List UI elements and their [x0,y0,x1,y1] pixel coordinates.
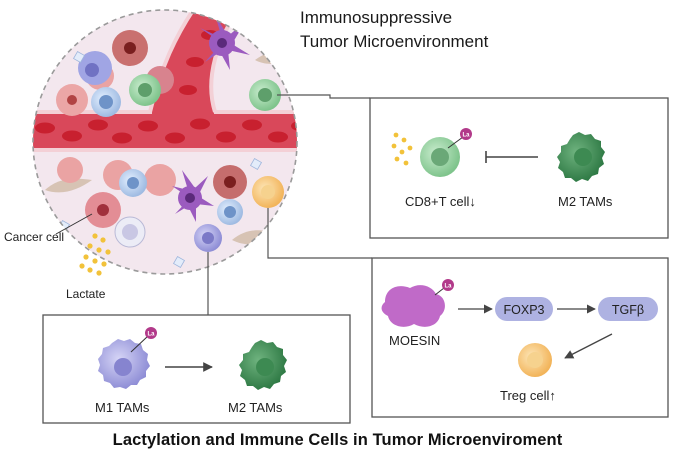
red-blood-cells [35,10,297,144]
label-treg-cell: Treg cell↑ [500,388,556,403]
title-line-2: Tumor Microenvironment [300,32,489,51]
panel-cd8-m2: La CD8+T cell↓ M2 TAMs [369,97,669,239]
tumor-boundary [32,9,298,275]
la-badge-cd8 [460,128,472,140]
foxp3-pill [495,297,553,321]
label-cancer-cell: Cancer cell [4,230,64,244]
footer-title: Lactylation and Immune Cells in Tumor Mi… [112,431,563,449]
panel-moesin-treg: La MOESIN FOXP3 TGFβ Treg cell↑ [371,257,669,418]
label-moesin: MOESIN [389,333,440,348]
label-m2-tams-top: M2 TAMs [558,194,613,209]
svg-text:La: La [444,283,452,289]
m2-tam-cell-bottom [239,340,287,390]
la-badge-moesin [442,279,454,291]
label-foxp3: FOXP3 [504,303,545,317]
label-m1-tams: M1 TAMs [95,400,150,415]
m2-tam-cell-top [557,132,605,182]
svg-text:La: La [462,132,470,138]
connector-treg [267,208,372,259]
blood-vessel-horizontal [33,112,297,150]
tgfb-pill [598,297,658,321]
cancer-cell-cluster-bottom [57,157,247,228]
connector-cd8 [277,94,370,99]
label-m2-tams-bottom: M2 TAMs [228,400,283,415]
label-lactate: Lactate [66,287,106,301]
cancer-cell-pointer [55,213,93,235]
moesin-protein [381,285,445,327]
svg-text:La: La [147,331,155,337]
label-tgfb: TGFβ [612,303,644,317]
title-line-1: Immunosuppressive [300,8,452,27]
la-badge-m1 [145,327,157,339]
m1-tam-cell [98,339,150,389]
label-cd8-t-cell: CD8+T cell↓ [405,194,476,209]
panel-m1-m2: La M1 TAMs M2 TAMs [42,314,351,424]
lactate-dots-panel [391,132,413,166]
tumor-microenvironment-circle [32,9,298,275]
lactate-dots [79,233,111,276]
